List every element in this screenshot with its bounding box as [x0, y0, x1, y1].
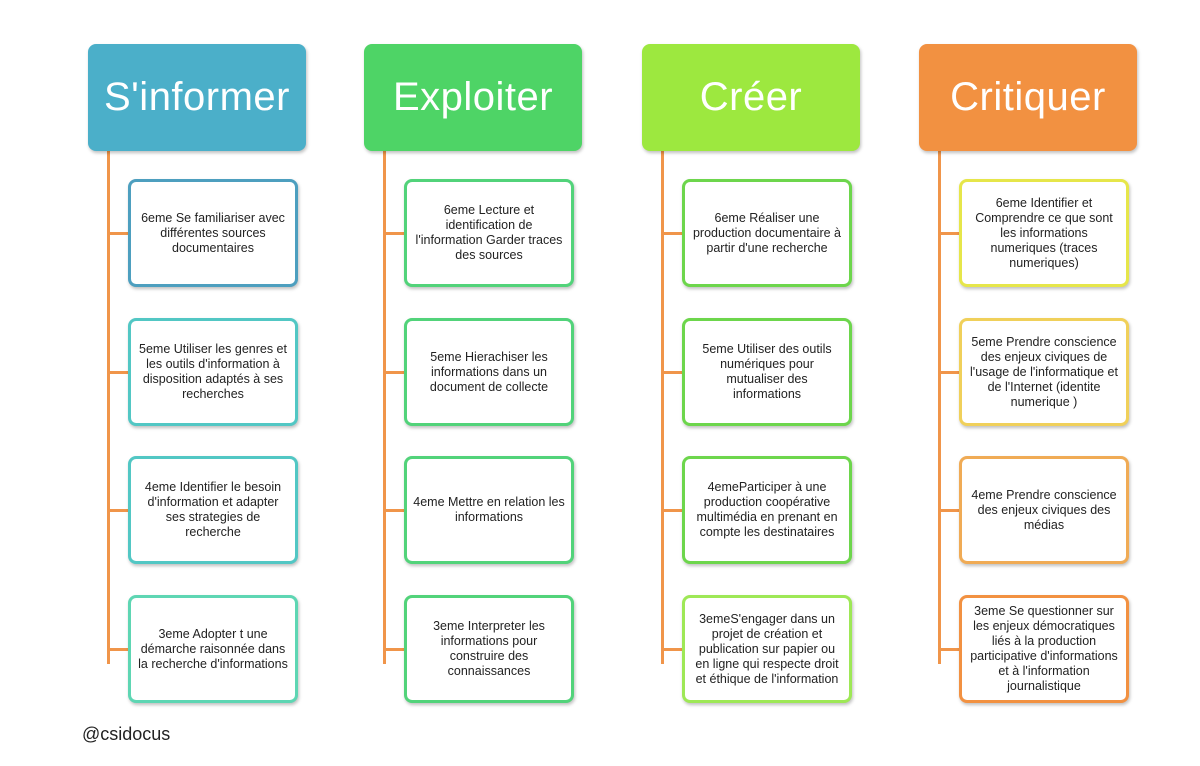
connector-line: [661, 151, 664, 664]
card-5eme: 5eme Utiliser des outils numériques pour…: [682, 318, 852, 426]
connector-branch: [661, 371, 683, 374]
connector-branch: [383, 232, 405, 235]
column-header: Critiquer: [919, 44, 1137, 151]
credit-handle: @csidocus: [82, 724, 171, 744]
card-6eme: 6eme Réaliser une production documentair…: [682, 179, 852, 287]
card-4eme: 4eme Mettre en relation les informations: [404, 456, 574, 564]
column-critiquer: Critiquer 6eme Identifier et Comprendre …: [919, 0, 1149, 720]
column-creer: Créer 6eme Réaliser une production docum…: [642, 0, 872, 720]
column-s-informer: S'informer 6eme Se familiariser avec dif…: [88, 0, 318, 720]
card-5eme: 5eme Hierachiser les informations dans u…: [404, 318, 574, 426]
column-header: Exploiter: [364, 44, 582, 151]
connector-branch: [661, 648, 683, 651]
card-3eme: 3eme Adopter t une démarche raisonnée da…: [128, 595, 298, 703]
connector-branch: [938, 648, 960, 651]
card-4eme: 4emeParticiper à une production coopérat…: [682, 456, 852, 564]
card-3eme: 3emeS'engager dans un projet de création…: [682, 595, 852, 703]
connector-branch: [383, 509, 405, 512]
connector-branch: [107, 232, 129, 235]
connector-line: [383, 151, 386, 664]
connector-branch: [661, 232, 683, 235]
card-3eme: 3eme Interpreter les informations pour c…: [404, 595, 574, 703]
connector-branch: [661, 509, 683, 512]
column-exploiter: Exploiter 6eme Lecture et identification…: [364, 0, 594, 720]
connector-branch: [107, 509, 129, 512]
connector-branch: [107, 648, 129, 651]
connector-branch: [383, 371, 405, 374]
connector-line: [107, 151, 110, 664]
card-6eme: 6eme Identifier et Comprendre ce que son…: [959, 179, 1129, 287]
connector-branch: [107, 371, 129, 374]
column-header: S'informer: [88, 44, 306, 151]
card-3eme: 3eme Se questionner sur les enjeux démoc…: [959, 595, 1129, 703]
card-4eme: 4eme Prendre conscience des enjeux civiq…: [959, 456, 1129, 564]
card-5eme: 5eme Utiliser les genres et les outils d…: [128, 318, 298, 426]
connector-branch: [938, 371, 960, 374]
connector-branch: [938, 509, 960, 512]
column-header: Créer: [642, 44, 860, 151]
connector-line: [938, 151, 941, 664]
card-6eme: 6eme Se familiariser avec différentes so…: [128, 179, 298, 287]
card-6eme: 6eme Lecture et identification de l'info…: [404, 179, 574, 287]
connector-branch: [938, 232, 960, 235]
card-5eme: 5eme Prendre conscience des enjeux civiq…: [959, 318, 1129, 426]
card-4eme: 4eme Identifier le besoin d'information …: [128, 456, 298, 564]
connector-branch: [383, 648, 405, 651]
